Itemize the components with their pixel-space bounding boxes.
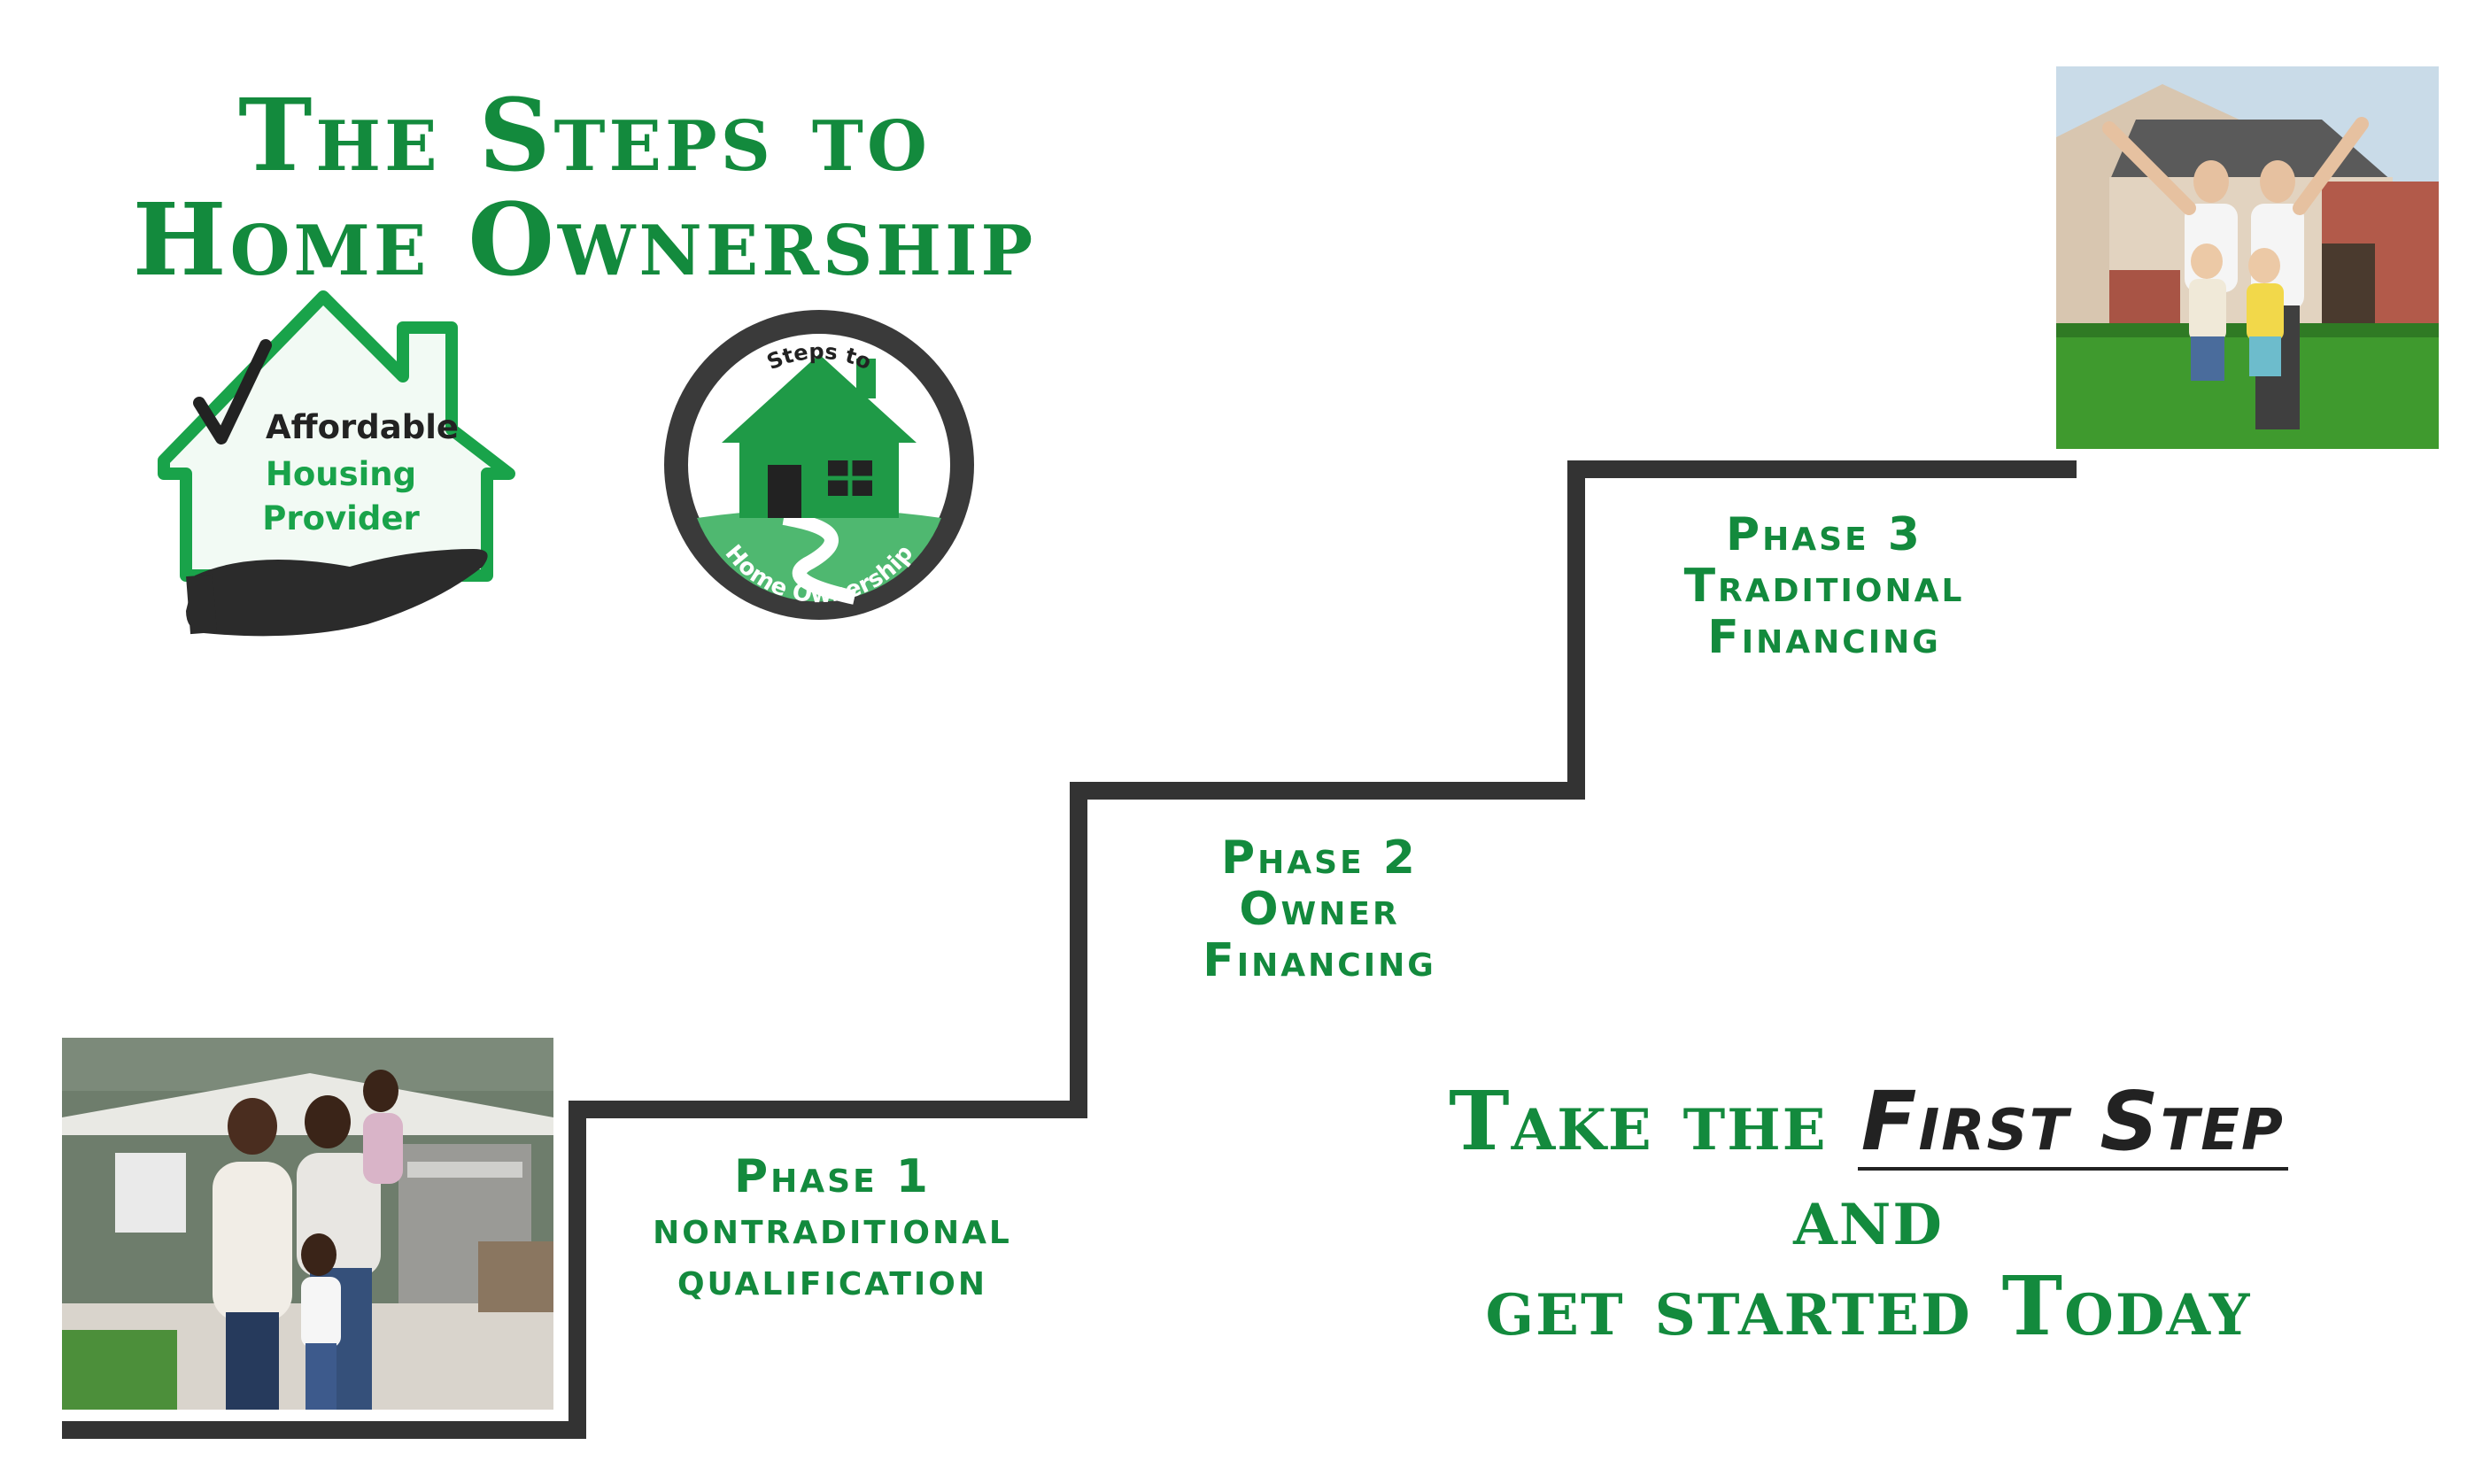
phase-1-line2: qualification bbox=[677, 1253, 988, 1306]
phase-1-title: Phase 1 bbox=[734, 1150, 931, 1203]
title-line-1: The Steps to bbox=[238, 78, 931, 194]
phase-1-label: Phase 1 nontraditional qualification bbox=[576, 1151, 1089, 1305]
cta-emphasis: First Step bbox=[1857, 1077, 2288, 1171]
cta-prefix: Take the bbox=[1449, 1073, 1828, 1169]
call-to-action: Take the First Step and get started Toda… bbox=[1311, 1076, 2426, 1351]
badge-affordable-line3: Provider bbox=[262, 499, 420, 537]
affordable-housing-badge: Affordable Housing Provider bbox=[146, 283, 527, 655]
badge-affordable-line1: Affordable bbox=[266, 408, 459, 446]
phase-3-title: Phase 3 bbox=[1726, 508, 1922, 561]
badge-affordable-line2: Housing bbox=[266, 455, 416, 493]
phase-2-line2: Financing bbox=[1203, 934, 1436, 987]
steps-to-home-ownership-badge: Steps to Home Ownership bbox=[651, 297, 987, 633]
cta-line-1: Take the First Step bbox=[1311, 1076, 2426, 1171]
title-line-2: Home Ownership bbox=[132, 182, 1037, 298]
phase-2-line1: Owner bbox=[1239, 883, 1400, 936]
family-photo-cheering bbox=[2056, 66, 2439, 449]
round-house-logo-icon: Steps to Home Ownership bbox=[664, 310, 974, 620]
phase-3-line1: Traditional bbox=[1683, 560, 1965, 613]
house-hand-icon: Affordable Housing Provider bbox=[158, 290, 515, 637]
cta-line-3: get started Today bbox=[1485, 1258, 2252, 1354]
family-house-image bbox=[62, 1038, 553, 1410]
phase-1-line1: nontraditional bbox=[653, 1202, 1012, 1255]
page-title: The Steps to Home Ownership bbox=[53, 84, 1116, 293]
phase-3-label: Phase 3 Traditional Financing bbox=[1585, 509, 2063, 663]
cta-line-2: and bbox=[1793, 1168, 1944, 1264]
phase-3-line2: Financing bbox=[1707, 611, 1941, 664]
phase-2-label: Phase 2 Owner Financing bbox=[1089, 832, 1550, 986]
family-photo-gray-house bbox=[62, 1038, 553, 1410]
phase-2-title: Phase 2 bbox=[1221, 831, 1418, 885]
family-cheering-image bbox=[2056, 66, 2439, 449]
